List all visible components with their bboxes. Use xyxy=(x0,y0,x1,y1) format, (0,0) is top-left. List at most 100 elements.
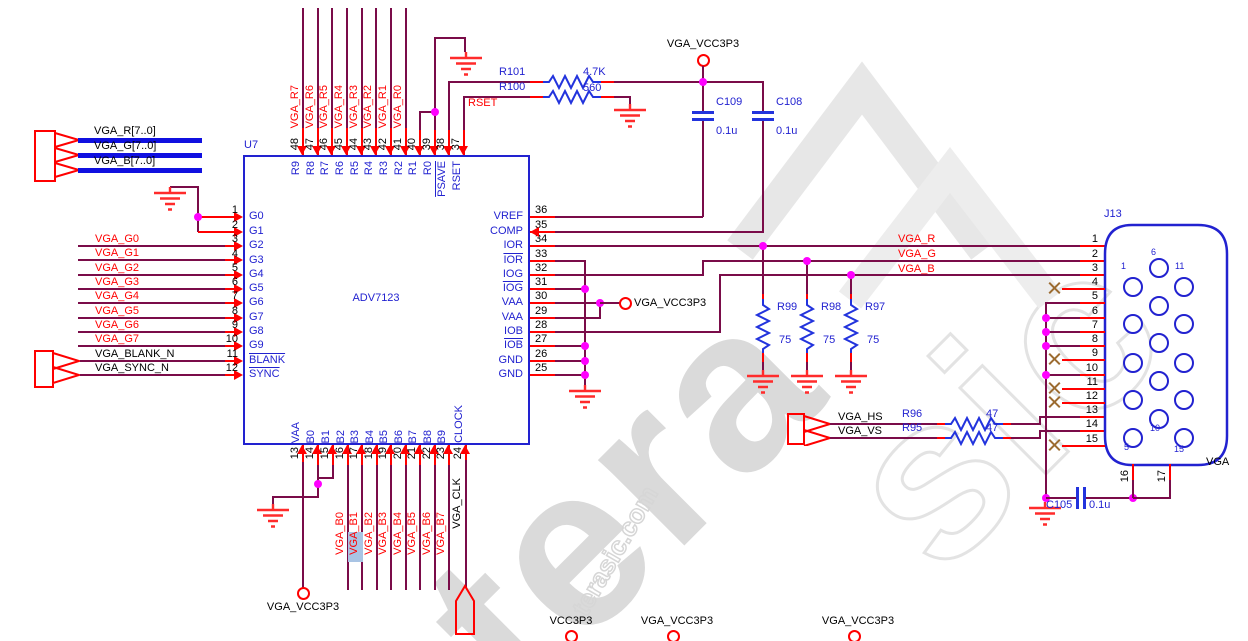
pin-name: IOG xyxy=(502,268,523,280)
power-port-icon xyxy=(619,297,632,310)
hole-label: 1 xyxy=(1121,261,1127,271)
pin-name: PSAVE xyxy=(436,161,448,197)
pin-number: 8 xyxy=(231,305,238,317)
chip-adv7123 xyxy=(243,155,530,445)
bus-label: VGA_R[7..0] xyxy=(94,125,156,137)
pin-name: B4 xyxy=(364,429,376,443)
pin-number: 47 xyxy=(304,137,316,150)
pin-number: 27 xyxy=(535,333,548,345)
pin-name: R4 xyxy=(363,161,375,176)
capacitor-refdes: C108 xyxy=(776,96,803,108)
pin-name: CLOCK xyxy=(453,405,465,443)
net-label: VGA_G5 xyxy=(95,305,140,317)
pin-number: 46 xyxy=(318,137,330,150)
pin-number: 3 xyxy=(231,233,238,245)
net-label: VGA_R0 xyxy=(392,84,404,128)
no-connect-x-icon xyxy=(1048,382,1061,395)
pin-number: 7 xyxy=(231,290,238,302)
pin-name: R6 xyxy=(334,161,346,176)
resistor-refdes: R97 xyxy=(865,301,886,313)
pin-number: 18 xyxy=(363,447,375,460)
pin-name: SYNC xyxy=(249,368,280,380)
resistor-value: 47 xyxy=(986,408,999,420)
ground-icon xyxy=(253,504,293,530)
net-label: VGA_R2 xyxy=(362,84,374,128)
pin-name: R1 xyxy=(407,161,419,176)
pin-number: 31 xyxy=(535,276,548,288)
net-label: VGA_B2 xyxy=(363,512,375,555)
pin-name: G6 xyxy=(249,296,264,308)
pin-number: 10 xyxy=(225,333,238,345)
pin-name: VAA xyxy=(290,421,302,443)
pin-number: 14 xyxy=(304,447,316,460)
pin-name: IOR xyxy=(503,254,523,266)
pin-name: B6 xyxy=(393,429,405,443)
capacitor-value: 0.1u xyxy=(1089,499,1111,511)
bus-vga-b xyxy=(78,168,202,173)
resistor-r98-icon xyxy=(799,299,815,357)
pin-name: GND xyxy=(498,368,523,380)
net-label: VGA_G3 xyxy=(95,276,140,288)
hole-label: 10 xyxy=(1150,423,1161,433)
resistor-refdes: R101 xyxy=(499,66,526,78)
pin-number: 36 xyxy=(535,204,548,216)
pin-name: R2 xyxy=(393,161,405,176)
pin-number: 12 xyxy=(1085,390,1098,402)
pin-name: B5 xyxy=(378,429,390,443)
net-label: VGA_G xyxy=(898,248,936,260)
pin-name: IOB xyxy=(504,325,523,337)
pin-number: 38 xyxy=(435,137,447,150)
junction-dot xyxy=(847,271,855,279)
pin-name: RSET xyxy=(451,161,463,191)
pin-number: 28 xyxy=(535,319,548,331)
pin-name: BLANK xyxy=(249,354,286,366)
net-label: VGA_B4 xyxy=(392,512,404,555)
bus-vga-g xyxy=(78,153,202,158)
pin-name: G5 xyxy=(249,282,264,294)
pin-number: 33 xyxy=(535,248,548,260)
power-label: VGA_VCC3P3 xyxy=(666,38,740,50)
resistor-r97-icon xyxy=(843,299,859,357)
pin-number: 1 xyxy=(231,204,238,216)
pin-number: 32 xyxy=(535,262,548,274)
net-label: VGA_R1 xyxy=(377,84,389,128)
pin-number: 41 xyxy=(392,137,404,150)
vga-connector-icon xyxy=(1103,223,1229,467)
pin-number: 42 xyxy=(377,137,389,150)
pin-name: B9 xyxy=(436,429,448,443)
no-connect-x-icon xyxy=(1048,282,1061,295)
power-port-icon xyxy=(667,630,680,641)
pin-name: COMP xyxy=(490,225,523,237)
pin-name: G8 xyxy=(249,325,264,337)
wire xyxy=(198,231,238,233)
offpage-port-icon xyxy=(455,584,475,635)
ground-icon xyxy=(446,52,486,78)
net-label: VGA_G2 xyxy=(95,262,140,274)
resistor-refdes: R98 xyxy=(821,301,842,313)
pin-number: 11 xyxy=(1086,376,1098,388)
ground-icon xyxy=(565,385,605,411)
pin-number: 4 xyxy=(1091,276,1098,288)
power-port-icon xyxy=(565,630,578,641)
pin-number: 17 xyxy=(348,447,360,460)
resistor-value: 47 xyxy=(986,422,999,434)
pin-name: R5 xyxy=(349,161,361,176)
pin-number: 2 xyxy=(1091,248,1098,260)
no-connect-x-icon xyxy=(1048,396,1061,409)
hole-label: 5 xyxy=(1124,442,1130,452)
pin-number: 22 xyxy=(421,447,433,460)
pin-name: G4 xyxy=(249,268,264,280)
pin-name: G3 xyxy=(249,254,264,266)
net-label: VGA_B6 xyxy=(421,512,433,555)
pin-number: 24 xyxy=(452,447,464,460)
pin-number: 8 xyxy=(1091,333,1098,345)
resistor-refdes: R96 xyxy=(902,408,923,420)
resistor-refdes: R100 xyxy=(499,81,526,93)
pin-number: 12 xyxy=(225,362,238,374)
pin-number: 2 xyxy=(231,219,238,231)
pin-name: VREF xyxy=(493,210,523,222)
ground-icon xyxy=(787,370,827,396)
pin-name: VAA xyxy=(501,311,523,323)
pin-number: 39 xyxy=(421,137,433,150)
pin-number: 16 xyxy=(1119,470,1131,483)
